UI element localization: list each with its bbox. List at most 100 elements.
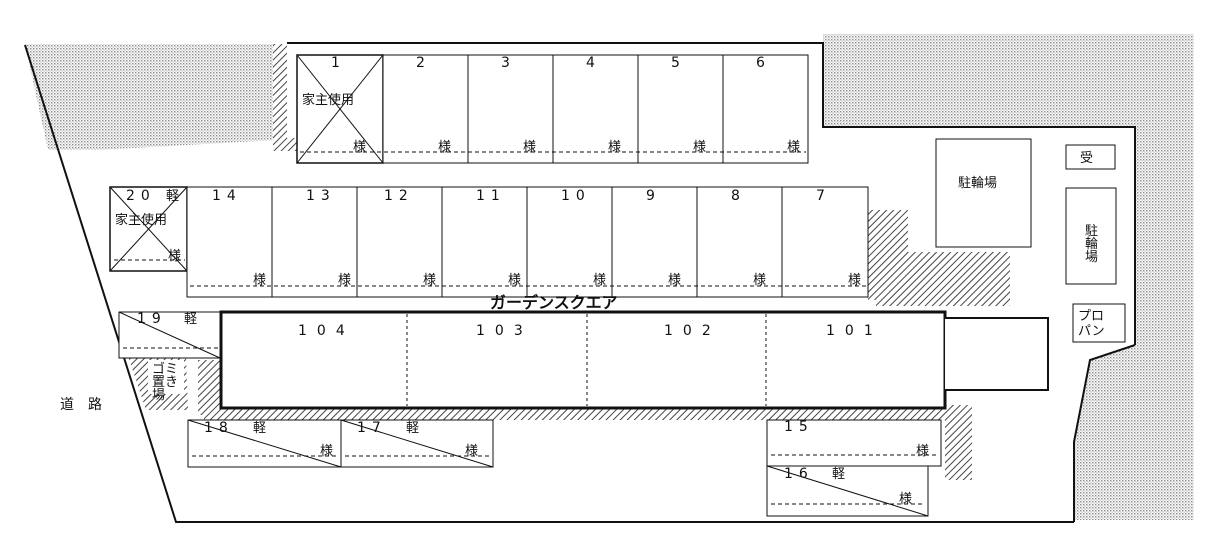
space-13-number: 13 [306, 188, 336, 204]
neighbor-area-top-right [823, 34, 1193, 126]
room-103: 103 [476, 323, 533, 339]
space-19-number: 19 [137, 311, 167, 327]
space-9-honorific: 様 [668, 273, 681, 288]
space-5-honorific: 様 [693, 140, 706, 155]
site-boundary-lines [24, 42, 1136, 523]
space-20-owner-use: 家主使用 [115, 212, 167, 228]
space-6-honorific: 様 [787, 140, 800, 155]
space-18-diagonal [187, 419, 342, 468]
space-20-cross [109, 186, 188, 272]
space-8[interactable] [696, 186, 783, 298]
middle-parking-row [109, 186, 869, 298]
building-title: ガーデンスクエア [490, 293, 618, 312]
space-15[interactable] [766, 419, 942, 467]
space-18-kei: 軽 [253, 421, 266, 436]
space-18-honorific: 様 [320, 444, 333, 459]
space-2[interactable] [382, 54, 469, 164]
space-14[interactable] [186, 186, 273, 298]
space-4[interactable] [552, 54, 639, 164]
road-label: 道 路 [60, 397, 102, 413]
space-11-number: 11 [476, 188, 506, 204]
bicycle-parking-label: 駐輪場 [958, 175, 997, 191]
lower-right-spaces [766, 419, 942, 517]
space-11-honorific: 様 [508, 273, 521, 288]
hatch-left-strip [273, 44, 287, 144]
space-4-honorific: 様 [608, 140, 621, 155]
room-101: 101 [826, 323, 883, 339]
space-18-number: 18 [204, 420, 234, 436]
space-12-number: 12 [384, 188, 414, 204]
space-7-honorific: 様 [848, 273, 861, 288]
bicycle-parking-1[interactable] [935, 138, 1032, 248]
space-1-cross [296, 54, 384, 164]
space-19-group [118, 311, 221, 359]
space-17-honorific: 様 [465, 444, 478, 459]
space-7-number: 7 [816, 188, 831, 204]
propane-label-2: パン [1078, 324, 1105, 339]
space-12[interactable] [356, 186, 443, 298]
transformer-box[interactable] [1065, 144, 1116, 170]
space-6-number: 6 [756, 55, 771, 71]
space-9[interactable] [611, 186, 698, 298]
bicycle-parking-2-label-3: 場 [1085, 250, 1098, 265]
space-5[interactable] [637, 54, 724, 164]
transformer-label: 受 [1080, 151, 1093, 166]
building-annex [945, 317, 1049, 391]
room-104: 104 [298, 323, 355, 339]
space-12-honorific: 様 [423, 273, 436, 288]
bicycle-parking-2[interactable] [1065, 187, 1117, 285]
space-1-owner-use: 家主使用 [302, 92, 354, 108]
neighbor-area-top-left [25, 44, 275, 150]
neighbor-areas [25, 34, 1194, 520]
space-20-kei: 軽 [166, 189, 179, 204]
space-2-number: 2 [416, 55, 431, 71]
space-14-honorific: 様 [253, 273, 266, 288]
space-11[interactable] [441, 186, 528, 298]
space-1-honorific: 様 [353, 140, 366, 155]
space-10[interactable] [526, 186, 613, 298]
space-2-honorific: 様 [438, 140, 451, 155]
space-15-number: 15 [784, 419, 814, 435]
lower-left-spaces [187, 419, 494, 468]
garbage-label-line1: ゴミ [152, 361, 178, 377]
space-20-honorific: 様 [168, 249, 181, 264]
space-1-number: 1 [331, 55, 346, 71]
top-parking-row [296, 54, 809, 164]
space-17-diagonal [340, 419, 494, 468]
space-10-number: 10 [561, 188, 591, 204]
room-102: 102 [664, 323, 721, 339]
space-10-honorific: 様 [593, 273, 606, 288]
space-16-diagonal [766, 465, 929, 517]
space-5-number: 5 [671, 55, 686, 71]
space-6[interactable] [722, 54, 809, 164]
space-17-number: 17 [357, 420, 387, 436]
garbage-label-line3: 場 [152, 388, 165, 403]
propane-label-1: プロ [1078, 309, 1104, 324]
space-8-number: 8 [731, 188, 746, 204]
space-20-number: 20 [126, 188, 156, 204]
bicycle-parking-2-label-1: 駐 [1085, 224, 1098, 239]
space-15-honorific: 様 [916, 444, 929, 459]
space-17-kei: 軽 [406, 421, 419, 436]
space-19-diagonal [118, 311, 221, 359]
space-8-honorific: 様 [753, 273, 766, 288]
hatch-top-band [273, 138, 297, 151]
hatch-left-of-building [198, 360, 220, 415]
garbage-label-box [148, 360, 184, 394]
space-7[interactable] [781, 186, 869, 298]
space-16-number: 16 [784, 466, 814, 482]
space-3-number: 3 [501, 55, 516, 71]
space-13-honorific: 様 [338, 273, 351, 288]
neighbor-area-right [1074, 126, 1193, 520]
propane-box[interactable] [1072, 303, 1126, 343]
building [219, 310, 1049, 410]
bicycle-parking-2-label-2: 輪 [1085, 236, 1098, 252]
space-3-honorific: 様 [523, 140, 536, 155]
hatch-right-of-row [868, 210, 1010, 306]
space-3[interactable] [467, 54, 554, 164]
space-13[interactable] [271, 186, 358, 298]
space-16-kei: 軽 [832, 467, 845, 482]
space-9-number: 9 [646, 188, 661, 204]
space-16-honorific: 様 [899, 492, 912, 507]
